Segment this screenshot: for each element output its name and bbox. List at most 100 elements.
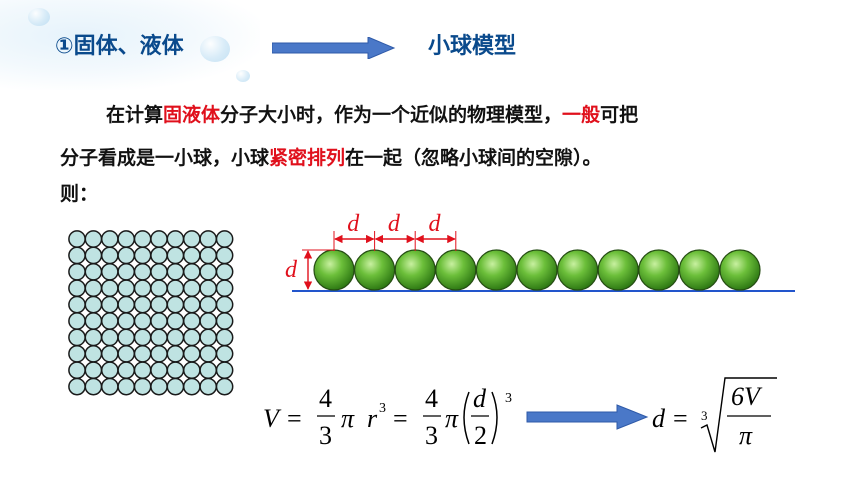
grid-sphere — [215, 230, 234, 248]
grid-sphere — [117, 312, 136, 330]
row-sphere — [475, 249, 517, 291]
water-drop-decoration — [236, 70, 250, 82]
grid-sphere — [68, 377, 86, 396]
grid-sphere — [68, 361, 86, 380]
grid-sphere — [166, 262, 185, 281]
grid-sphere — [166, 344, 185, 363]
row-sphere — [516, 249, 558, 291]
grid-sphere — [150, 377, 168, 396]
grid-sphere — [84, 262, 103, 281]
grid-sphere — [68, 328, 86, 347]
grid-sphere — [68, 230, 86, 248]
formula-V: V — [263, 404, 282, 433]
grid-sphere — [199, 312, 218, 330]
water-drop-decoration — [28, 8, 50, 26]
paren-left — [463, 391, 470, 445]
grid-sphere — [182, 230, 201, 248]
grid-sphere — [182, 344, 201, 363]
grid-sphere — [84, 246, 103, 265]
grid-sphere — [166, 230, 185, 248]
grid-sphere — [182, 312, 201, 330]
grid-sphere — [150, 361, 168, 380]
formula-den-3: 3 — [319, 421, 332, 450]
grid-sphere — [117, 344, 136, 363]
grid-sphere — [199, 295, 218, 314]
grid-sphere — [199, 361, 218, 380]
grid-sphere — [84, 344, 103, 363]
row-sphere — [353, 249, 396, 291]
grid-sphere — [150, 295, 168, 314]
formula-r: r — [367, 404, 378, 433]
grid-sphere — [133, 312, 152, 330]
formula-eq-3: = — [673, 404, 688, 433]
grid-sphere — [68, 344, 86, 363]
intro-line-3: 则： — [60, 183, 99, 205]
formula-arrow — [526, 404, 649, 430]
grid-sphere — [84, 361, 103, 380]
close-packed-grid — [68, 230, 234, 396]
grid-sphere — [199, 230, 218, 248]
grid-sphere — [84, 230, 103, 248]
heading-arrow — [272, 37, 396, 59]
grid-sphere — [100, 230, 119, 248]
grid-sphere — [166, 246, 185, 265]
grid-sphere — [150, 344, 168, 363]
formula-num-4b: 4 — [425, 384, 438, 413]
volume-formula: V = 4 3 π r 3 = 4 3 π d 2 3 d = 3 6V π — [263, 377, 777, 453]
grid-sphere — [100, 361, 119, 380]
spacing-label: d — [388, 211, 401, 237]
paren-right — [491, 391, 498, 445]
grid-sphere — [166, 328, 185, 347]
row-sphere — [557, 249, 599, 291]
grid-sphere — [68, 246, 86, 265]
formula-pi-1: π — [341, 404, 355, 433]
grid-sphere — [166, 377, 185, 396]
grid-sphere — [84, 295, 103, 314]
cube-root-sign — [700, 377, 777, 453]
row-sphere — [719, 249, 761, 291]
grid-sphere — [166, 312, 185, 330]
grid-sphere — [150, 279, 168, 298]
formula-pi-3: π — [739, 421, 753, 450]
grid-sphere — [182, 279, 201, 298]
formula-6V: 6V — [731, 382, 763, 411]
formula-den-3b: 3 — [425, 421, 438, 450]
grid-sphere — [215, 344, 234, 363]
grid-sphere — [150, 262, 168, 281]
grid-sphere — [68, 312, 86, 330]
grid-sphere — [117, 262, 136, 281]
spacing-label: d — [429, 211, 442, 237]
grid-sphere — [199, 328, 218, 347]
grid-sphere — [100, 377, 119, 396]
formula-eq-1: = — [287, 404, 302, 433]
grid-sphere — [100, 344, 119, 363]
intro-line-2: 分子看成是一小球，小球紧密排列在一起（忽略小球间的空隙）。 — [60, 147, 602, 169]
grid-sphere — [100, 295, 119, 314]
grid-sphere — [84, 377, 103, 396]
grid-sphere — [133, 377, 152, 396]
grid-sphere — [215, 262, 234, 281]
grid-sphere — [150, 312, 168, 330]
grid-sphere — [133, 230, 152, 248]
grid-sphere — [133, 262, 152, 281]
grid-sphere — [117, 295, 136, 314]
row-sphere — [638, 249, 680, 291]
grid-sphere — [182, 361, 201, 380]
grid-sphere — [166, 361, 185, 380]
grid-sphere — [133, 328, 152, 347]
grid-sphere — [215, 295, 234, 314]
root-index: 3 — [701, 408, 708, 423]
grid-sphere — [215, 361, 234, 380]
grid-sphere — [199, 279, 218, 298]
grid-sphere — [68, 262, 86, 281]
spacing-label: d — [347, 211, 360, 237]
grid-sphere — [84, 279, 103, 298]
water-drop-decoration — [200, 36, 230, 62]
grid-sphere — [150, 328, 168, 347]
grid-sphere — [150, 230, 168, 248]
grid-sphere — [133, 344, 152, 363]
grid-sphere — [133, 246, 152, 265]
grid-sphere — [166, 295, 185, 314]
